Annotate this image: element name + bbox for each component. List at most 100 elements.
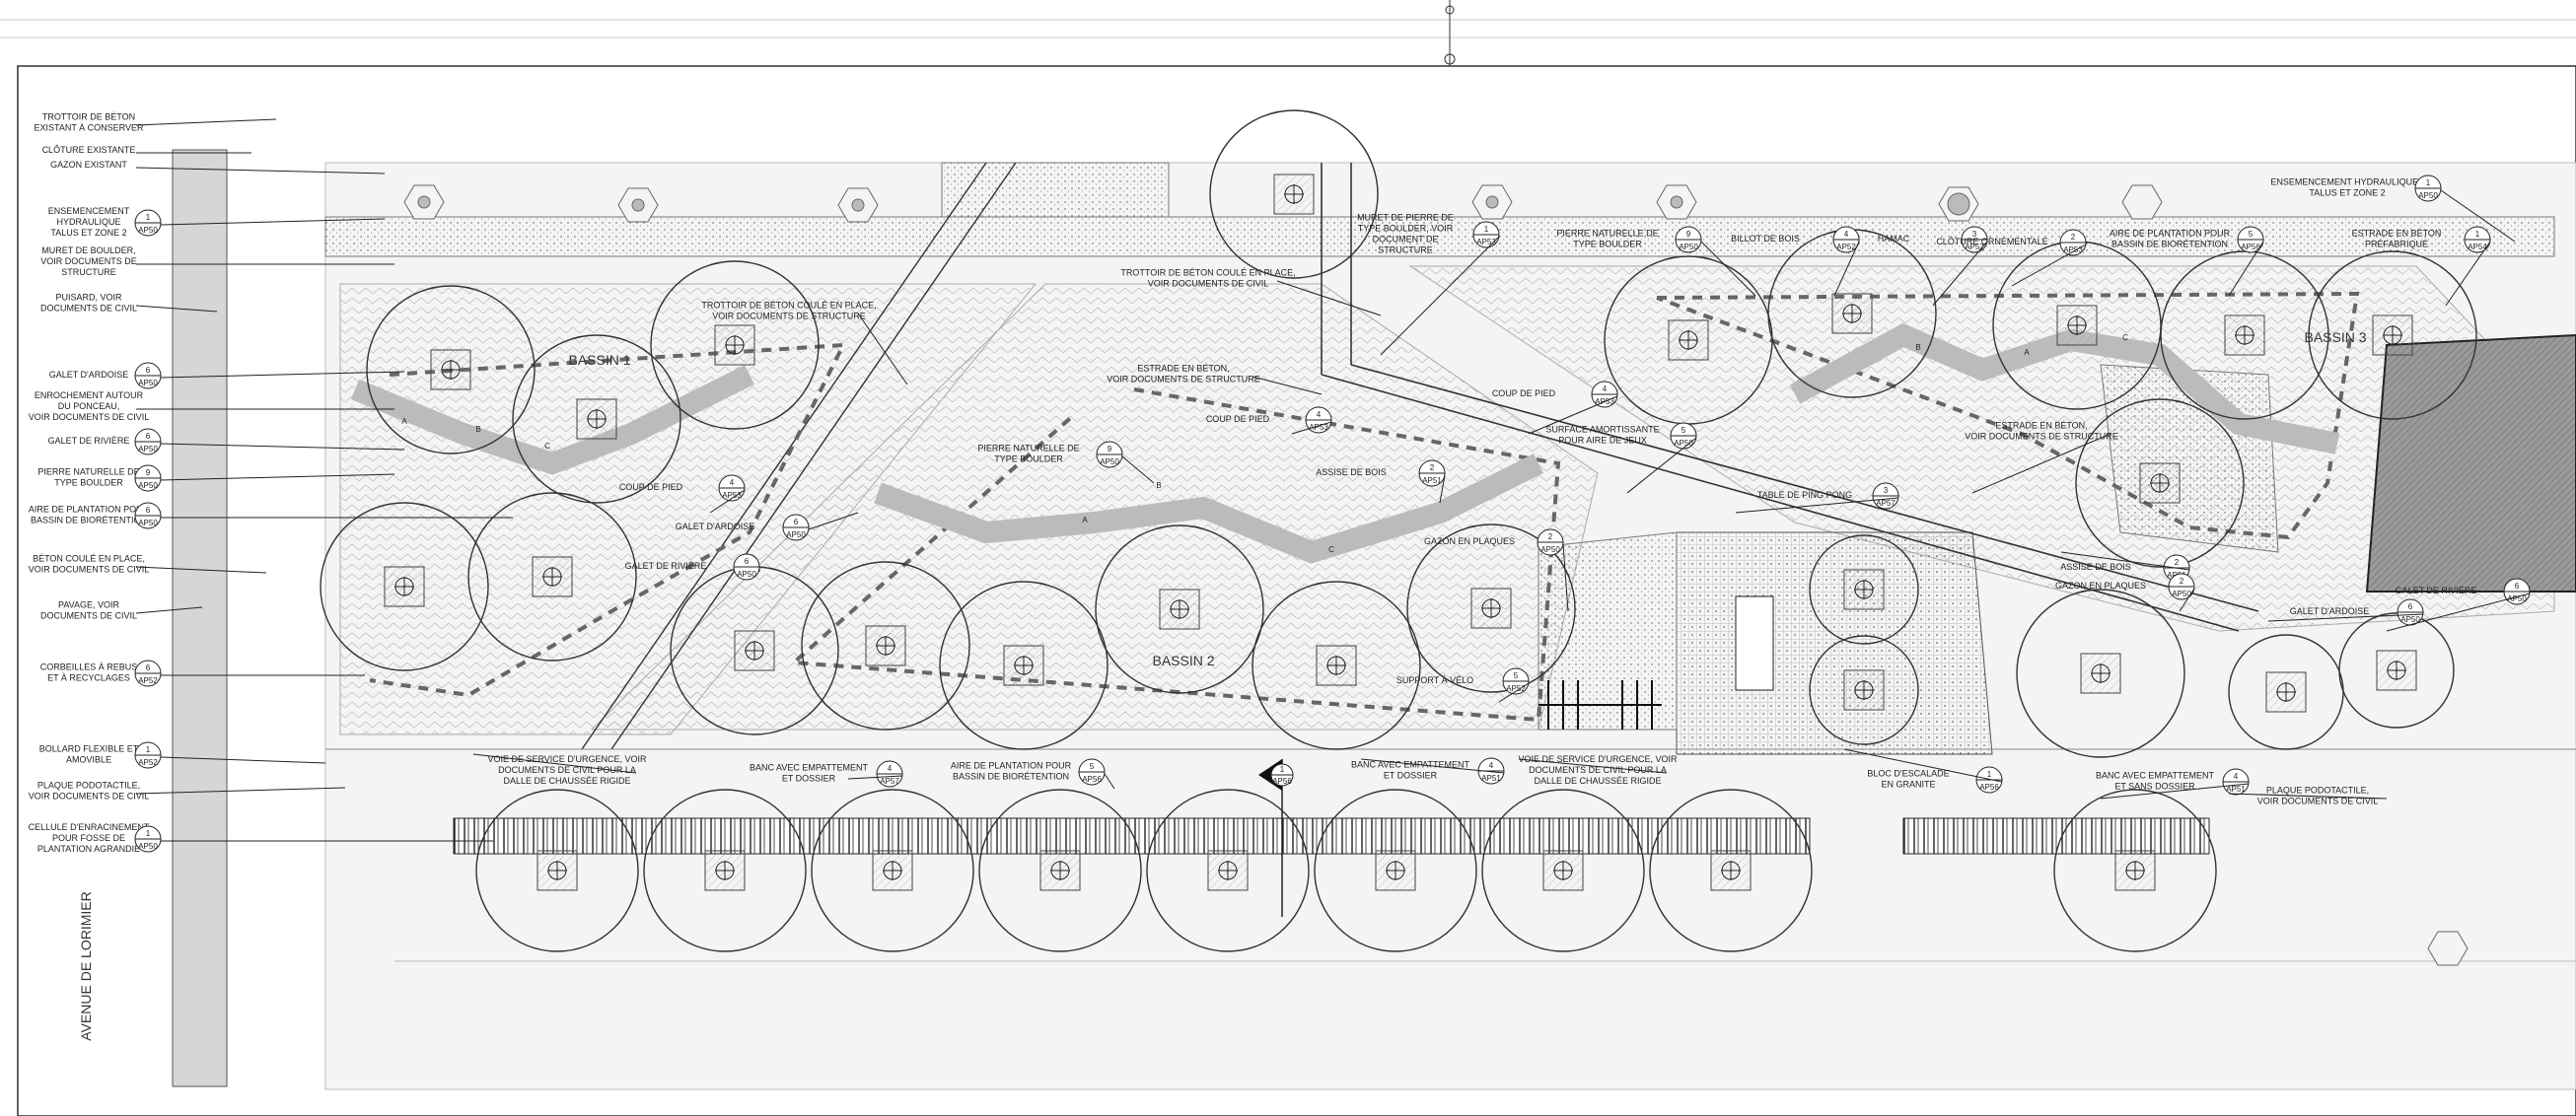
street-tree-row: [453, 789, 2217, 952]
detail-tag-num: 9: [146, 468, 151, 477]
callout-text: ET SANS DOSSIER: [2114, 782, 2195, 792]
north-arrow-tag-sheet: AP56: [1272, 777, 1292, 786]
callout-text: PUISARD, VOIR: [55, 293, 122, 303]
callout-text: AIRE DE PLANTATION POUR: [29, 505, 150, 515]
detail-tag-num: 1: [146, 829, 151, 838]
callout-text: CELLULE D'ENRACINEMENT: [29, 822, 150, 832]
callout-text: MURET DE BOULDER,: [41, 245, 135, 255]
detail-tag-sheet: AP50: [2400, 615, 2420, 624]
callout-text: VOIR DOCUMENTS DE STRUCTURE: [1965, 432, 2118, 442]
detail-tag-num: 5: [1090, 762, 1095, 771]
tree-symbol-icon: [475, 789, 639, 952]
detail-tag-num: 4: [2234, 772, 2239, 781]
detail-tag-sheet: AP52: [1836, 243, 1856, 251]
tree-symbol-icon: [1146, 789, 1310, 952]
detail-tag-sheet: AP50: [138, 379, 158, 387]
callout-text: ESTRADE EN BÉTON,: [1995, 421, 2087, 431]
callout-text: DOCUMENTS DE CIVIL: [40, 611, 137, 621]
detail-tag-sheet: AP53: [1309, 423, 1328, 432]
detail-tag-num: 4: [888, 764, 893, 773]
zone-letter: B: [1915, 343, 1920, 352]
left-callout: BÉTON COULÉ EN PLACE,VOIR DOCUMENTS DE C…: [29, 554, 267, 575]
tree-symbol-icon: [811, 789, 974, 952]
callout-text: ENSEMENCEMENT: [48, 206, 130, 216]
callout-text: BANC AVEC EMPATTEMENT: [750, 763, 869, 773]
detail-tag-num: 6: [745, 557, 750, 566]
callout-text: MURET DE PIERRE DE: [1357, 213, 1454, 223]
detail-tag-num: 1: [146, 745, 151, 754]
callout-text: GAZON EN PLAQUES: [1424, 536, 1515, 546]
detail-tag-num: 4: [730, 478, 735, 487]
detail-tag-sheet: AP50: [1100, 457, 1119, 466]
callout-text: VOIR DOCUMENTS DE CIVIL: [1148, 279, 1269, 289]
detail-tag-num: 2: [2071, 233, 2076, 242]
basin-outlines: [369, 291, 2360, 723]
north-arrow-tag-num: 1: [1280, 765, 1285, 774]
callout-text: GAZON EXISTANT: [50, 160, 127, 170]
callout-text: VOIR DOCUMENTS DE STRUCTURE: [712, 312, 866, 321]
detail-tag-sheet: AP52: [1506, 684, 1526, 693]
plan-callout: ESTRADE EN BÉTON,VOIR DOCUMENTS DE STRUC…: [1965, 421, 2118, 494]
detail-tag-sheet: AP50: [786, 530, 806, 539]
street-avenue-de-lorimier: AVENUE DE LORIMIER: [78, 149, 228, 1087]
basin-label: BASSIN 1: [568, 352, 630, 368]
bike-rack-icon: [1538, 680, 1662, 730]
callout-text: CLÔTURE ORNEMENTALE: [1936, 237, 2047, 246]
callout-text: GAZON EN PLAQUES: [2055, 581, 2146, 591]
detail-tag-sheet: AP51: [1422, 476, 1442, 485]
detail-tag-sheet: AP53: [722, 491, 742, 500]
detail-tag-sheet: AP57: [1876, 499, 1896, 508]
detail-tag-num: 4: [1317, 410, 1322, 419]
detail-tag-num: 1: [2475, 230, 2480, 239]
callout-text: STRUCTURE: [1378, 245, 1433, 255]
callout-text: BLOC D'ESCALADE: [1867, 769, 1949, 779]
detail-tag-num: 6: [146, 663, 151, 672]
detail-tag-sheet: AP57: [880, 777, 899, 786]
street-label: AVENUE DE LORIMIER: [78, 891, 94, 1040]
callout-text: VOIR DOCUMENTS DE CIVIL: [29, 792, 150, 802]
callout-text: PLAQUE PODOTACTILE,: [2266, 786, 2369, 796]
left-callout: CLÔTURE EXISTANTE: [42, 145, 251, 155]
basin-labels: BASSIN 1 BASSIN 2 BASSIN 3: [568, 329, 2366, 668]
callout-text: EN GRANITE: [1881, 780, 1935, 790]
zone-letter: A: [1082, 516, 1088, 524]
detail-tag-num: 4: [1603, 384, 1608, 393]
callout-text: HYDRAULIQUE: [56, 217, 120, 227]
zone-letter: C: [2122, 333, 2128, 342]
callout-text: ASSISE DE BOIS: [1316, 467, 1387, 477]
detail-tag-sheet: AP52: [138, 676, 158, 685]
detail-tag-sheet: AP50: [2418, 191, 2438, 200]
callout-text: TROTTOIR DE BÉTON COULÉ EN PLACE,: [701, 301, 876, 311]
callout-text: AIRE DE PLANTATION POUR: [951, 761, 1072, 771]
left-callout: PLAQUE PODOTACTILE,VOIR DOCUMENTS DE CIV…: [29, 781, 346, 802]
callout-text: PIERRE NATURELLE DE: [977, 444, 1079, 453]
callout-text: BANC AVEC EMPATTEMENT: [2096, 771, 2215, 781]
detail-tag-sheet: AP56: [1082, 775, 1102, 784]
detail-tag-num: 2: [1548, 532, 1553, 541]
detail-tag-sheet: AP54: [2468, 243, 2487, 251]
plan-callout: TROTTOIR DE BÉTON COULÉ EN PLACE,VOIR DO…: [701, 301, 908, 385]
callout-text: GALET DE RIVIÈRE: [48, 436, 130, 446]
callout-text: DU PONCEAU,: [58, 401, 120, 411]
callout-text: AIRE DE PLANTATION POUR: [2110, 229, 2231, 239]
basin-label: BASSIN 3: [2304, 329, 2366, 345]
callout-text: CLÔTURE EXISTANTE: [42, 145, 136, 155]
callout-text: COUP DE PIED: [1206, 414, 1270, 424]
plan-callout: ESTRADE EN BÉTON,VOIR DOCUMENTS DE STRUC…: [1107, 364, 1323, 395]
tree-symbol-icon: [1649, 789, 1813, 952]
